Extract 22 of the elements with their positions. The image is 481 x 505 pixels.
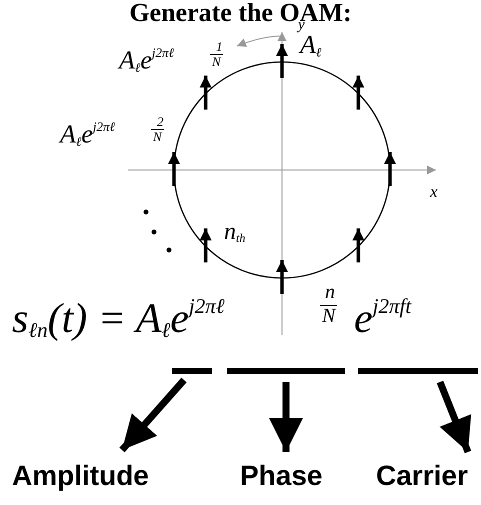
fraction-denominator: N bbox=[210, 54, 223, 68]
math-label: x bbox=[428, 183, 439, 200]
fraction-denominator: N bbox=[320, 305, 338, 326]
math-label: A$_{ℓ}$e$^{j2πℓ}$ bbox=[58, 120, 116, 148]
category-label: Carrier bbox=[376, 462, 476, 494]
fraction-denominator: N bbox=[151, 129, 164, 143]
fraction-numerator: n bbox=[324, 282, 336, 302]
math-label: A$_{ℓ}$e$^{j2πℓ}$ bbox=[117, 46, 175, 74]
arrow bbox=[269, 382, 303, 452]
arrow bbox=[119, 378, 187, 452]
fraction-numerator: 2 bbox=[156, 115, 164, 128]
math-label: A$_{ℓ}$ bbox=[298, 32, 322, 58]
arrow bbox=[436, 380, 472, 454]
underline-bar bbox=[227, 368, 345, 374]
math-label: e$^{j2πft}$ bbox=[353, 296, 412, 340]
category-label: Phase bbox=[240, 462, 330, 494]
math-label: n$_{th}$ bbox=[223, 220, 246, 244]
underline-bar bbox=[172, 368, 212, 374]
fraction-numerator: 1 bbox=[215, 40, 224, 53]
math-label: s$_{ℓn}$(t) = A$_{ℓ}$e$^{j2πℓ}$ bbox=[11, 296, 226, 342]
category-label: Amplitude bbox=[12, 462, 177, 494]
underline-bar bbox=[358, 368, 478, 374]
